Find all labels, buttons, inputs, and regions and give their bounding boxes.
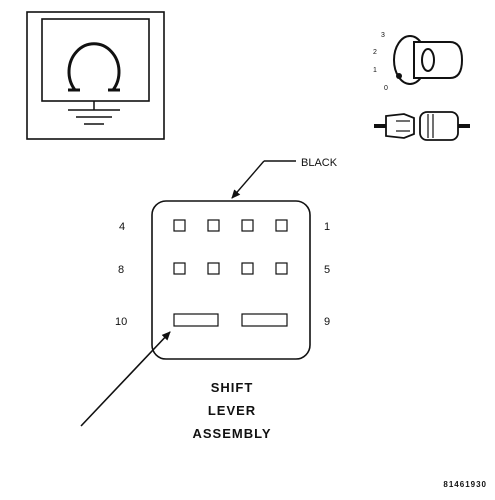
pointer-arrow <box>80 331 171 427</box>
pin-cavity <box>241 262 254 275</box>
pin-label-5: 5 <box>324 264 330 276</box>
pin-cavity-wide <box>173 313 219 327</box>
black-callout: BLACK <box>231 157 338 199</box>
pin-label-8: 8 <box>118 264 124 276</box>
pin-cavity <box>173 262 186 275</box>
pin-label-1: 1 <box>324 221 330 233</box>
connector-face <box>151 200 311 360</box>
title-line-1: SHIFT <box>211 380 254 395</box>
pin-cavity <box>207 262 220 275</box>
title-line-2: LEVER <box>208 403 256 418</box>
switch-position-0: 0 <box>384 85 388 92</box>
pin-label-10: 10 <box>115 316 127 328</box>
pin-cavity-wide <box>241 313 288 327</box>
switch-position-2: 2 <box>373 49 377 56</box>
title-line-3: ASSEMBLY <box>192 426 271 441</box>
switch-position-1: 1 <box>373 67 377 74</box>
ground-symbol-icon <box>26 11 165 140</box>
ignition-key-icon: 3 2 1 0 <box>373 32 464 92</box>
pin-cavity <box>241 219 254 232</box>
pin-label-9: 9 <box>324 316 330 328</box>
pin-cavity <box>275 262 288 275</box>
black-label: BLACK <box>301 157 338 169</box>
figure-code: 81461930 <box>443 480 487 489</box>
pin-cavity <box>207 219 220 232</box>
pin-cavity <box>275 219 288 232</box>
pin-label-4: 4 <box>119 221 125 233</box>
connector-plug-icon <box>374 111 470 141</box>
switch-position-3: 3 <box>381 32 385 39</box>
pin-cavity <box>173 219 186 232</box>
